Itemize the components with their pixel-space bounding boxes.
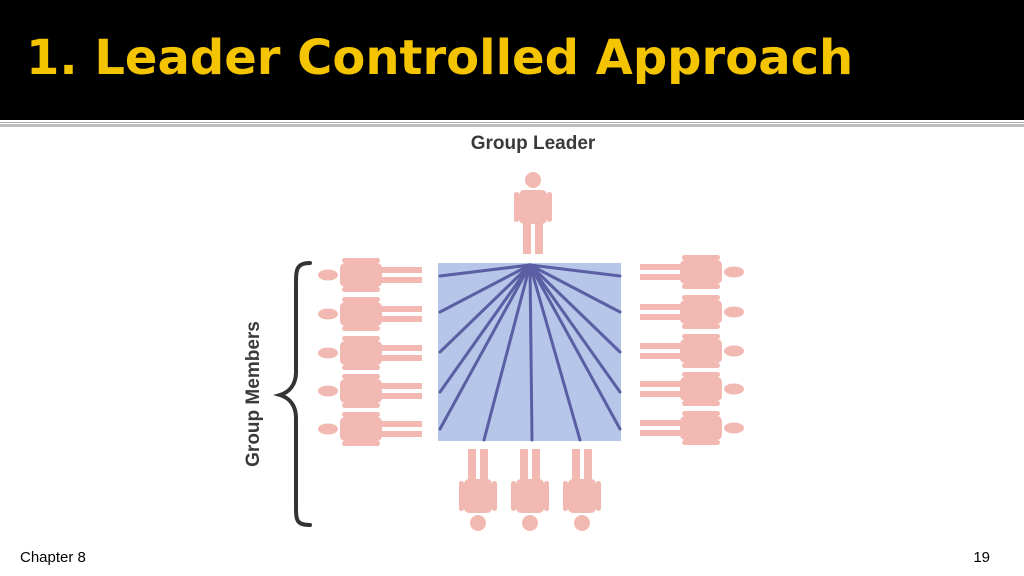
member-figure-right-2: [640, 295, 744, 329]
footer-chapter: Chapter 8: [20, 549, 86, 566]
member-figure-right-3: [640, 334, 744, 368]
communication-lines: [438, 263, 622, 442]
page-number: 19: [973, 549, 990, 566]
leader-figure: [514, 172, 552, 254]
member-figure-bottom-3: [563, 449, 601, 531]
member-figure-right-1: [640, 255, 744, 289]
member-figure-left-3: [318, 336, 422, 370]
member-figure-right-5: [640, 411, 744, 445]
member-figure-left-1: [318, 258, 422, 292]
slide-title: 1. Leader Controlled Approach: [26, 30, 854, 86]
divider-thin: [0, 122, 1024, 123]
divider-thick: [0, 124, 1024, 127]
title-bar: 1. Leader Controlled Approach: [0, 0, 1024, 120]
member-figure-right-4: [640, 372, 744, 406]
group-members-label: Group Members: [243, 321, 264, 467]
member-figure-bottom-1: [459, 449, 497, 531]
member-figure-left-4: [318, 374, 422, 408]
members-brace: [273, 261, 312, 527]
member-figure-left-5: [318, 412, 422, 446]
group-leader-label: Group Leader: [471, 133, 596, 154]
member-figure-bottom-2: [511, 449, 549, 531]
member-figure-left-2: [318, 297, 422, 331]
